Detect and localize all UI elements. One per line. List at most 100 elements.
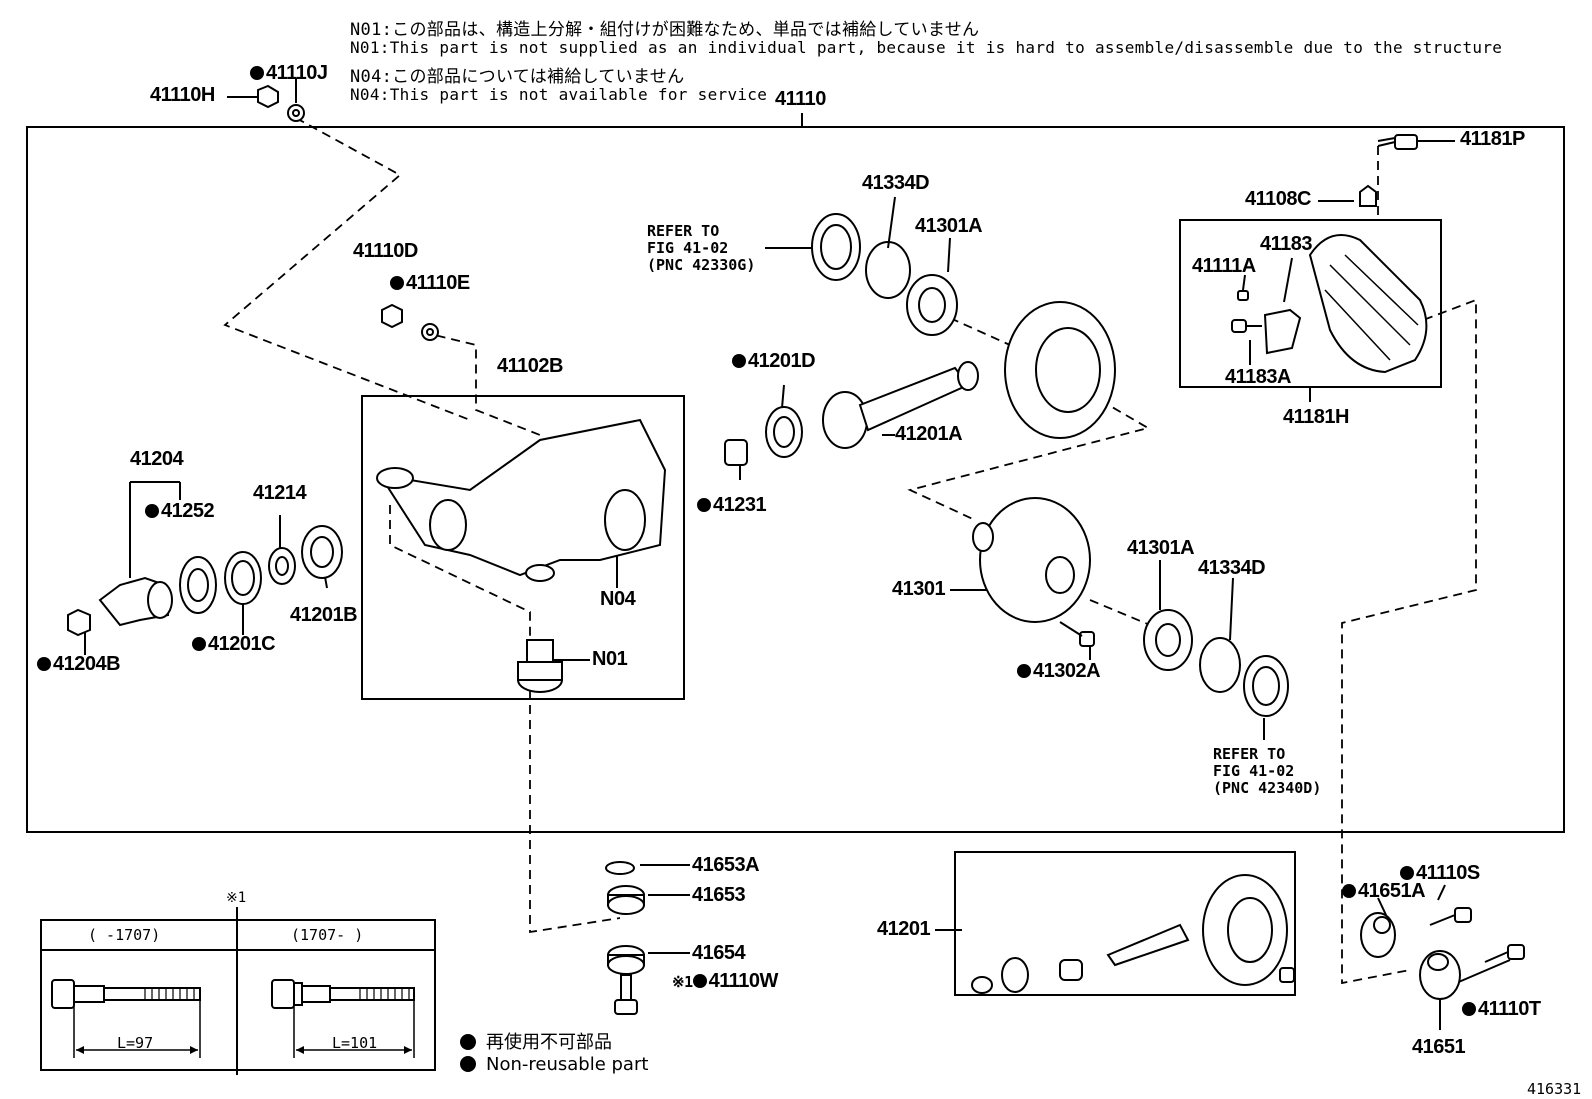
table-col-after: (1707- ) [291, 926, 364, 944]
nut-41110d [381, 303, 403, 329]
snap-ring-top [865, 241, 911, 299]
nut-41204b [67, 608, 91, 637]
label-n04[interactable]: N04 [600, 588, 636, 610]
label-41231-text: 41231 [713, 494, 767, 516]
label-41334d-top[interactable]: 41334D [862, 172, 930, 194]
table-length-101: L=101 [332, 1034, 378, 1052]
label-41231[interactable]: 41231 [697, 494, 767, 517]
label-41651a[interactable]: 41651A [1342, 880, 1426, 903]
non-reusable-dot-icon [732, 354, 746, 368]
non-reusable-dot-icon [192, 637, 206, 651]
ring-gear-kit-box [954, 851, 1296, 996]
label-41110h[interactable]: 41110H [150, 84, 215, 106]
legend-en-text: Non-reusable part [486, 1054, 649, 1075]
label-41301a-bottom[interactable]: 41301A [1127, 537, 1195, 559]
refer-to-fig-bottom[interactable]: REFER TO FIG 41-02 (PNC 42340D) [1213, 745, 1322, 797]
legend-ja-text: 再使用不可部品 [486, 1032, 612, 1053]
legend-en: Non-reusable part [460, 1054, 648, 1075]
label-41201a[interactable]: 41201A [895, 423, 963, 445]
cushion-41653 [607, 885, 645, 915]
flange-41204 [98, 576, 173, 627]
non-reusable-dot-icon [1462, 1002, 1476, 1016]
label-41301a-top[interactable]: 41301A [915, 215, 983, 237]
label-41204b[interactable]: 41204B [37, 653, 121, 676]
label-41110j[interactable]: 41110J [250, 62, 328, 85]
bolt-41110s [1429, 907, 1472, 926]
label-41204[interactable]: 41204 [130, 448, 184, 470]
non-reusable-dot-icon [692, 974, 707, 988]
note-n01-en: N01:This part is not supplied as an indi… [350, 38, 1503, 57]
cushion-41654 [607, 945, 645, 975]
label-41252[interactable]: 41252 [145, 500, 215, 523]
label-41214[interactable]: 41214 [253, 482, 307, 504]
label-41334d-bottom[interactable]: 41334D [1198, 557, 1266, 579]
label-41201d-text: 41201D [748, 350, 816, 372]
label-41110d[interactable]: 41110D [353, 240, 418, 262]
label-41181h[interactable]: 41181H [1283, 406, 1349, 428]
label-41181p[interactable]: 41181P [1460, 128, 1525, 150]
label-41654[interactable]: 41654 [692, 942, 746, 964]
collar-41231 [724, 439, 748, 466]
label-41651[interactable]: 41651 [1412, 1036, 1466, 1058]
legend-ja: 再使用不可部品 [460, 1028, 612, 1054]
non-reusable-dot-icon [1400, 866, 1414, 880]
table-mark: ※1 [226, 890, 247, 906]
non-reusable-dot-icon [1017, 664, 1031, 678]
non-reusable-dot-icon [697, 498, 711, 512]
label-41183a[interactable]: 41183A [1225, 366, 1291, 388]
label-41110j-text: 41110J [266, 62, 328, 84]
note-n04-en: N04:This part is not available for servi… [350, 85, 768, 104]
label-n01[interactable]: N01 [592, 648, 628, 670]
bolt-41302a [1059, 621, 1095, 647]
label-41110s-text: 41110S [1416, 862, 1480, 884]
non-reusable-dot-icon [390, 276, 404, 290]
non-reusable-dot-icon [37, 657, 51, 671]
washer-41653a [605, 861, 635, 875]
ring-gear-kit-41201 [971, 874, 1295, 994]
snap-ring-bottom [1199, 637, 1241, 693]
differential-case-41301 [972, 497, 1091, 623]
drive-pinion-41201a [822, 361, 979, 449]
label-41301[interactable]: 41301 [892, 578, 946, 600]
label-41252-text: 41252 [161, 500, 215, 522]
figure-id: 416331 [1527, 1080, 1582, 1098]
label-41110s[interactable]: 41110S [1400, 862, 1480, 885]
table-length-97: L=97 [117, 1034, 154, 1052]
label-41183[interactable]: 41183 [1260, 233, 1313, 255]
label-41110t[interactable]: 41110T [1462, 998, 1541, 1021]
label-41651a-text: 41651A [1358, 880, 1426, 902]
label-41102b[interactable]: 41102B [497, 355, 563, 377]
non-reusable-dot-icon [1342, 884, 1356, 898]
label-41201d[interactable]: 41201D [732, 350, 816, 373]
nut-41110h [257, 84, 279, 109]
label-41110e[interactable]: 41110E [390, 272, 470, 295]
bushing-41651 [1419, 950, 1461, 1000]
bolt-drawing-1707-before [51, 979, 201, 1009]
plug-41108c [1359, 184, 1377, 207]
label-41653a[interactable]: 41653A [692, 854, 760, 876]
label-41111a[interactable]: 41111A [1192, 255, 1256, 277]
non-reusable-dot-icon [250, 66, 264, 80]
table-col-before: ( -1707) [88, 926, 161, 944]
label-41201c-text: 41201C [208, 633, 276, 655]
label-41653[interactable]: 41653 [692, 884, 746, 906]
label-41108c[interactable]: 41108C [1245, 188, 1311, 210]
carrier-41102b [376, 418, 667, 582]
assembly-frame-41110 [26, 126, 1565, 833]
label-41201b[interactable]: 41201B [290, 604, 358, 626]
label-41201[interactable]: 41201 [877, 918, 931, 940]
ref-mark-1: ※1 [672, 973, 693, 991]
label-41110[interactable]: 41110 [775, 88, 826, 110]
bolt-41183a [1231, 319, 1247, 333]
label-41201c[interactable]: 41201C [192, 633, 276, 656]
label-41110t-text: 41110T [1478, 998, 1541, 1020]
refer-to-fig-top[interactable]: REFER TO FIG 41-02 (PNC 42330G) [647, 222, 756, 274]
bolt-41110w [614, 974, 638, 1015]
label-41302a[interactable]: 41302A [1017, 660, 1101, 683]
bracket-41183 [1263, 308, 1302, 355]
label-41110w[interactable]: ※1 41110W [672, 970, 778, 993]
label-41110w-text: 41110W [708, 970, 779, 992]
bushing-41651a [1360, 912, 1396, 958]
bolt-41110t [1484, 944, 1525, 963]
